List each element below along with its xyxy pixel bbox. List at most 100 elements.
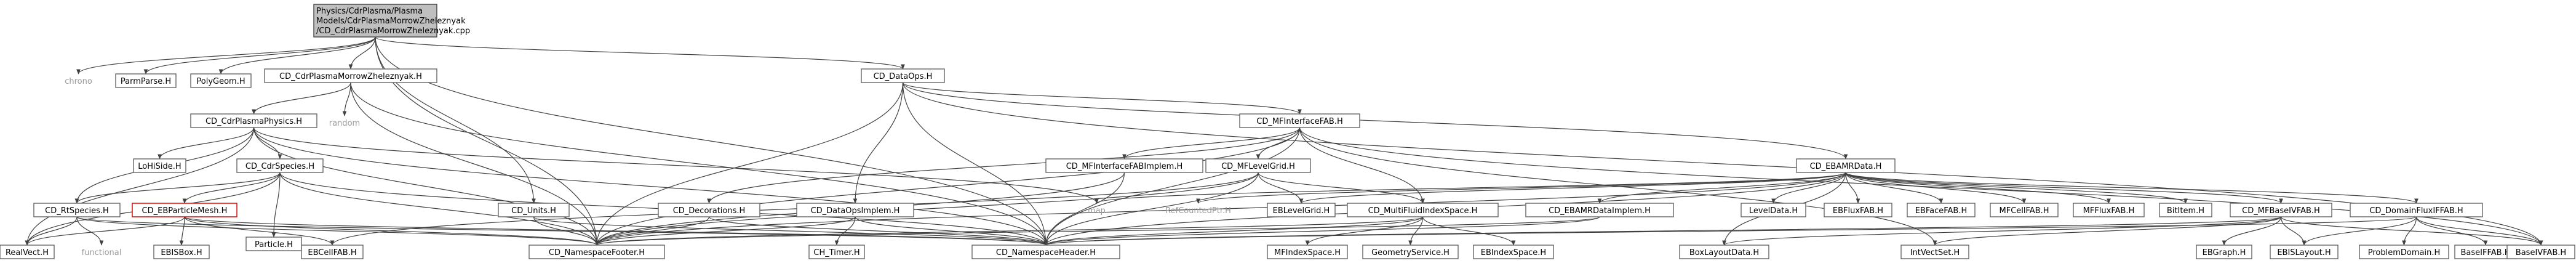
node-polygeom-label: PolyGeom.H: [196, 77, 245, 86]
edge-morrow_h-to-cdrplasmaphysics: [252, 82, 351, 115]
node-units-box: [498, 203, 570, 217]
node-namespacefooter-label: CD_NamespaceFooter.H: [549, 248, 645, 257]
node-mffluxfab-box: [2073, 203, 2145, 217]
node-ebisbox[interactable]: EBISBox.H: [153, 245, 210, 259]
node-ebamrdata[interactable]: CD_EBAMRData.H: [1796, 158, 1896, 173]
node-random-label: random: [329, 119, 360, 128]
node-particle[interactable]: Particle.H: [245, 237, 302, 251]
node-multifluidindexspace[interactable]: CD_MultiFluidIndexSpace.H: [1347, 203, 1499, 217]
node-mfindexspace-label: MFIndexSpace.H: [1274, 248, 1341, 257]
node-ebisbox-label: EBISBox.H: [161, 248, 202, 257]
node-mfcellfab[interactable]: MFCellFAB.H: [1990, 203, 2059, 217]
node-baseivfab-label: BaseIVFAB.H: [2516, 248, 2566, 257]
node-ebfacefab[interactable]: EBFaceFAB.H: [1907, 203, 1976, 217]
node-dataops-label: CD_DataOps.H: [874, 72, 933, 81]
node-cdrspecies[interactable]: CD_CdrSpecies.H: [236, 158, 324, 173]
node-random[interactable]: random: [329, 119, 360, 128]
node-lookside-label: LoHiSide.H: [138, 162, 181, 171]
node-mfcellfab-label: MFCellFAB.H: [2000, 206, 2049, 216]
node-domainfluxiffab[interactable]: CD_DomainFluxIFFAB.H: [2350, 203, 2483, 217]
node-ebparticlemesh[interactable]: CD_EBParticleMesh.H: [132, 203, 237, 217]
node-mfinterfacefab[interactable]: CD_MFInterfaceFAB.H: [1239, 113, 1360, 128]
node-polygeom[interactable]: PolyGeom.H: [190, 73, 252, 88]
node-rtspecies[interactable]: CD_RtSpecies.H: [33, 203, 121, 217]
node-geometryservice[interactable]: GeometryService.H: [1362, 245, 1459, 259]
node-refcountedptr[interactable]: RefCountedPtr.H: [1165, 206, 1231, 216]
node-root[interactable]: Physics/CdrPlasma/PlasmaModels/CdrPlasma…: [313, 4, 470, 38]
edge-multifluidindexspace-to-geometryservice: [1408, 216, 1424, 246]
edge-ebamrdataimplem-to-namespaceheader: [1043, 216, 1600, 246]
node-leveldata[interactable]: LevelData.H: [1741, 203, 1806, 217]
edge-cdrplasmaphysics-to-realvect: [25, 127, 255, 246]
edge-rtspecies-to-realvect: [25, 216, 78, 246]
edge-mfinterfacefab-to-decorations: [707, 127, 1301, 204]
node-realvect[interactable]: RealVect.H: [0, 245, 55, 259]
edge-dataops-to-dataopsimplem: [853, 82, 904, 204]
node-mflevelgrid-label: CD_MFLevelGrid.H: [1221, 162, 1295, 171]
node-dataopsimplem[interactable]: CD_DataOpsImplem.H: [796, 203, 914, 217]
node-lookside[interactable]: LoHiSide.H: [133, 158, 186, 173]
node-mflevelgrid[interactable]: CD_MFLevelGrid.H: [1205, 158, 1311, 173]
node-leveldata-box: [1741, 203, 1806, 217]
edge-ebamrdata-to-mfbaseivfab: [1845, 172, 2283, 204]
node-ebislayout[interactable]: EBISLayout.H: [2270, 245, 2339, 259]
node-ebindexspace-box: [1473, 245, 1554, 259]
node-domainfluxiffab-box: [2350, 203, 2483, 217]
node-mfinterfacefabimplem[interactable]: CD_MFInterfaceFABImplem.H: [1045, 158, 1203, 173]
edge-ebamrdata-to-ebfacefab: [1845, 172, 1944, 204]
edge-ebamrdata-to-bititem: [1845, 172, 2188, 204]
edge-root-to-units: [375, 36, 536, 204]
node-mffluxfab[interactable]: MFFluxFAB.H: [2073, 203, 2145, 217]
edge-cdrspecies-to-ebparticlemesh: [182, 172, 281, 204]
edge-rtspecies-to-functional: [76, 216, 104, 246]
node-map[interactable]: map: [1088, 206, 1106, 216]
node-namespaceheader[interactable]: CD_NamespaceHeader.H: [971, 245, 1120, 259]
node-chrono[interactable]: chrono: [65, 77, 92, 86]
node-mfindexspace[interactable]: MFIndexSpace.H: [1267, 245, 1348, 259]
node-units[interactable]: CD_Units.H: [498, 203, 570, 217]
edge-dataopsimplem-to-namespacefooter: [594, 216, 856, 246]
node-rtspecies-box: [33, 203, 121, 217]
node-parmparse[interactable]: ParmParse.H: [115, 73, 177, 88]
edge-mfinterfacefab-to-namespacefooter: [594, 127, 1301, 246]
node-morrow_h-label: CD_CdrPlasmaMorrowZheleznyak.H: [279, 72, 422, 81]
edge-domainfluxiffab-to-problemdomain: [2402, 216, 2417, 246]
node-particle-label: Particle.H: [255, 240, 293, 249]
node-functional[interactable]: functional: [82, 248, 122, 257]
edge-root-to-polygeom: [218, 36, 376, 75]
node-baseivfab[interactable]: BaseIVFAB.H: [2506, 245, 2575, 259]
node-morrow_h[interactable]: CD_CdrPlasmaMorrowZheleznyak.H: [264, 68, 437, 83]
edge-mfinterfacefabimplem-to-namespaceheader: [1043, 172, 1125, 246]
node-cdrplasmaphysics[interactable]: CD_CdrPlasmaPhysics.H: [190, 113, 317, 128]
node-ch_timer[interactable]: CH_Timer.H: [808, 245, 865, 259]
node-boxlayoutdata[interactable]: BoxLayoutData.H: [1679, 245, 1769, 259]
node-ebcellfab[interactable]: EBCellFAB.H: [301, 245, 364, 259]
node-eblevelgrid[interactable]: EBLevelGrid.H: [1267, 203, 1336, 217]
node-intvectset[interactable]: IntVectSet.H: [1900, 245, 1969, 259]
node-ebindexspace[interactable]: EBIndexSpace.H: [1473, 245, 1554, 259]
node-problemdomain[interactable]: ProblemDomain.H: [2359, 245, 2449, 259]
node-root-label-line-2: Models/CdrPlasmaMorrowZheleznyak: [316, 17, 466, 26]
edge-mfinterfacefab-to-mfinterfacefabimplem: [1122, 127, 1301, 160]
node-baseivfab-box: [2506, 245, 2575, 259]
node-mffluxfab-label: MFFluxFAB.H: [2083, 206, 2135, 216]
node-geometryservice-label: GeometryService.H: [1371, 248, 1449, 257]
node-ebparticlemesh-box: [132, 203, 237, 217]
edge-mfbaseivfab-to-ebislayout: [2280, 216, 2307, 246]
node-namespaceheader-label: CD_NamespaceHeader.H: [996, 248, 1096, 257]
node-intvectset-box: [1900, 245, 1969, 259]
edge-ebamrdata-to-mfcellfab: [1845, 172, 2027, 204]
node-mfbaseivfab-box: [2230, 203, 2332, 217]
node-ebamrdataimplem[interactable]: CD_EBAMRDataImplem.H: [1525, 203, 1674, 217]
node-mfbaseivfab[interactable]: CD_MFBaseIVFAB.H: [2230, 203, 2332, 217]
node-boxlayoutdata-box: [1679, 245, 1769, 259]
node-ebgraph[interactable]: EBGraph.H: [2196, 245, 2252, 259]
node-ebgraph-label: EBGraph.H: [2203, 248, 2246, 257]
node-bititem[interactable]: BitItem.H: [2159, 203, 2212, 217]
edge-mfinterfacefab-to-namespaceheader: [1043, 127, 1301, 246]
node-ebfluxfab[interactable]: EBFluxFAB.H: [1824, 203, 1892, 217]
edge-cdrplasmaphysics-to-lookside: [158, 127, 255, 160]
node-namespacefooter[interactable]: CD_NamespaceFooter.H: [528, 245, 665, 259]
node-decorations[interactable]: CD_Decorations.H: [658, 203, 760, 217]
node-dataops[interactable]: CD_DataOps.H: [861, 68, 945, 83]
